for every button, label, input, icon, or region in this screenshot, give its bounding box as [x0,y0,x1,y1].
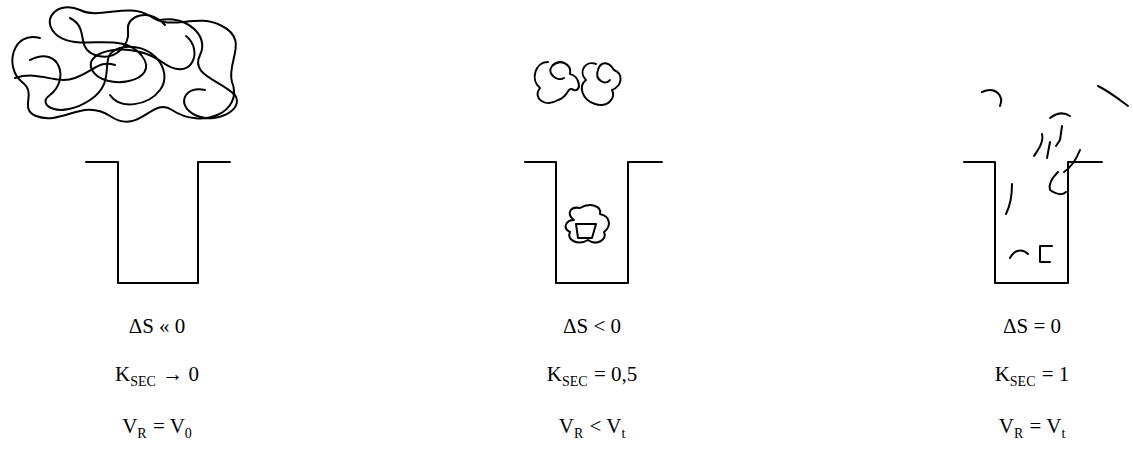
subscript-text: R [1014,426,1023,441]
formula-text: = 1 [1042,362,1070,386]
formula-text: ΔS = 0 [1003,314,1061,338]
pore-outline [525,162,662,283]
polymer-coil [535,62,621,242]
formula-text: K [995,362,1010,386]
formula-line: KSEC → 0 [115,361,199,395]
formula-line: ΔS « 0 [129,313,186,339]
formula-line: ΔS = 0 [1003,313,1061,339]
formula-text: → 0 [162,362,199,386]
subscript-text: SEC [130,374,156,389]
formula-text: V [559,414,574,438]
formula-text: ΔS < 0 [563,314,621,338]
formula-text: K [115,362,130,386]
subscript-text: t [621,426,625,441]
formula-line: VR = V0 [122,413,192,447]
formula-text: ΔS « 0 [129,314,186,338]
subscript-text: t [1061,426,1065,441]
formula-line: KSEC = 1 [995,361,1070,395]
formula-line: VR < Vt [559,413,626,447]
subscript-text: SEC [1010,374,1036,389]
pore-outline [86,162,230,283]
formula-text: < V [590,414,622,438]
formula-line: KSEC = 0,5 [547,361,638,395]
formula-text: = V [1030,414,1062,438]
polymer-fragments [982,86,1128,262]
formula-text: = 0,5 [594,362,637,386]
formula-text: = V [153,414,185,438]
formula-line: VR = Vt [999,413,1066,447]
subscript-text: R [574,426,583,441]
formula-text: V [122,414,137,438]
pore-outline [964,162,1102,283]
polymer-coil [12,7,237,121]
formula-text: K [547,362,562,386]
subscript-text: R [137,426,146,441]
formula-line: ΔS < 0 [563,313,621,339]
subscript-text: 0 [185,426,192,441]
subscript-text: SEC [562,374,588,389]
formula-text: V [999,414,1014,438]
